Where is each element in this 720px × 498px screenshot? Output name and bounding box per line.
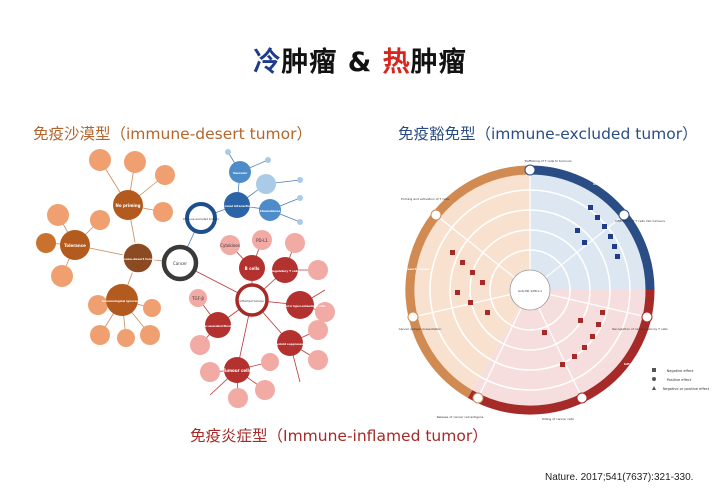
- excluded-ring: [529, 165, 655, 291]
- excluded-key-nodes: [229, 161, 281, 221]
- excluded-markers: [575, 205, 620, 259]
- legend-mixed-icon: [652, 386, 656, 390]
- sector-excluded-text: Immune-excluded tumour: [593, 182, 637, 186]
- inflamed-label: 免疫炎症型（Immune-inflamed tumor）: [190, 427, 488, 445]
- segment-3-text: Recognition of cancer cells by T cells: [612, 327, 668, 331]
- excluded-node-2-text: Vascular: [233, 171, 248, 175]
- inflamed-ring: [467, 289, 655, 415]
- segment-5-text: Release of cancer cell antigens: [437, 415, 484, 419]
- desert-node-small: [36, 233, 56, 253]
- excluded-sector: [530, 170, 650, 290]
- desert-hub-text: Immune-desert tumour: [118, 257, 158, 261]
- slide-title: 冷肿瘤 & 热肿瘤: [0, 40, 720, 79]
- segment-1-text: Trafficking of T cells to tumours: [523, 159, 572, 163]
- inflamed-node-9-text: Cytokines: [220, 243, 240, 248]
- desert-small-nodes: [47, 149, 175, 347]
- desert-ring: [405, 165, 531, 398]
- immune-network-diagram: Cancer Immune-desert tumour No priming T…: [36, 149, 335, 408]
- wheel-center: [509, 269, 551, 311]
- cancer-immunity-wheel: Anti-PD-1/PD-L1 Trafficking of T cells t…: [390, 159, 668, 421]
- wheel-legend: Negative effect Positive effect Negative…: [652, 368, 710, 391]
- wheel-center-text: Anti-PD-1/PD-L1: [518, 289, 542, 293]
- citation: Nature. 2017;541(7637):321-330.: [545, 472, 694, 483]
- desert-node-2-text: Tolerance: [64, 243, 86, 248]
- legend-positive-icon: [652, 377, 656, 381]
- desert-node-1-text: No priming: [116, 203, 141, 208]
- inflamed-node-3-text: Exhausted or hyper-exhausted T cells: [275, 305, 326, 308]
- excluded-node-1-text: Stromal interactions: [220, 204, 255, 208]
- title-hot: 热: [382, 47, 411, 78]
- inflamed-node-1-text: B cells: [245, 266, 260, 271]
- sector-inflamed-text: Inflamed tumour: [624, 362, 653, 366]
- step-markers: [407, 164, 653, 404]
- desert-key-nodes: [60, 190, 143, 316]
- title-cold: 冷: [253, 47, 282, 78]
- inflamed-key-nodes: [205, 255, 314, 383]
- inflamed-node-2-text: Regulatory T cells: [271, 269, 300, 273]
- legend-negative-icon: [652, 368, 656, 372]
- segment-4-text: Killing of cancer cells: [542, 417, 574, 421]
- legend-positive-text: Positive effect: [667, 378, 692, 382]
- desert-label: 免疫沙漠型（immune-desert tumor）: [33, 125, 313, 143]
- inflamed-hub-node: [235, 283, 269, 317]
- segment-2-text: Infiltration of T cells into tumours: [615, 219, 665, 223]
- center-text: Cancer: [173, 261, 187, 266]
- excluded-small-nodes: [225, 149, 303, 225]
- segment-7-text: Priming and activation of T cells: [401, 197, 450, 201]
- sector-desert-text: Immune-desert tumour: [390, 267, 430, 271]
- inflamed-node-5-text: Cancer-associated fibroblasts: [198, 325, 239, 328]
- inflamed-hub-text: Inflamed tumour: [239, 299, 265, 303]
- inflamed-node-8-text: TGF-β: [191, 296, 204, 301]
- desert-markers: [450, 250, 490, 315]
- excluded-label: 免疫豁免型（immune-excluded tumor）: [398, 125, 698, 143]
- legend-negative-text: Negative effect: [667, 369, 694, 373]
- excluded-stroma-node: [224, 192, 250, 218]
- inflamed-small-nodes: [189, 230, 335, 408]
- inflamed-node-6-text: Tumour cells: [223, 368, 252, 373]
- segment-6-text: Cancer antigen presentation: [399, 327, 442, 331]
- title-end: 肿瘤: [410, 47, 467, 78]
- title-mid: 肿瘤 &: [281, 47, 383, 78]
- excluded-hub-node: [185, 202, 217, 234]
- legend-mixed-text: Negative or positive effect: [663, 387, 710, 391]
- inflamed-markers: [542, 310, 605, 367]
- inflamed-node-4-text: Myeloid suppressors: [274, 342, 307, 346]
- desert-node-3-text: Immunological ignorance: [102, 299, 142, 303]
- excluded-node-3-text: Chemokines: [260, 209, 281, 213]
- desert-hub-node: [122, 242, 154, 274]
- cancer-center-node: [161, 244, 199, 282]
- inflamed-node-7-text: PD-L1: [256, 238, 268, 243]
- excluded-hub-text: Immune-excluded tumour: [183, 217, 220, 221]
